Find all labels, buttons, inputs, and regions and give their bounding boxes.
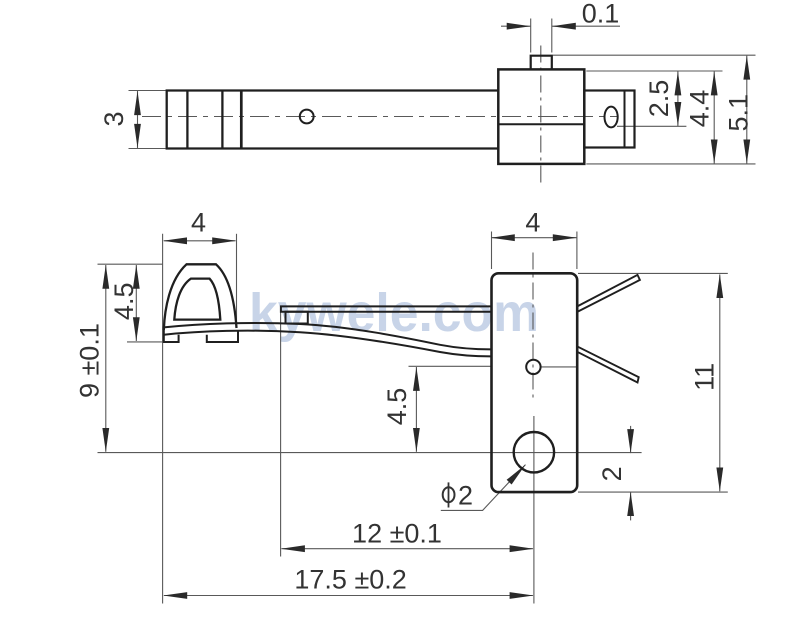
svg-text:12 ±0.1: 12 ±0.1	[352, 519, 442, 549]
svg-text:5.1: 5.1	[724, 94, 754, 132]
svg-text:2: 2	[458, 481, 473, 511]
svg-text:11: 11	[689, 363, 719, 391]
svg-text:4: 4	[525, 208, 540, 238]
svg-text:4.5: 4.5	[109, 283, 139, 321]
svg-text:2: 2	[597, 466, 627, 481]
svg-text:kywele.com: kywele.com	[249, 283, 539, 343]
svg-text:2.5: 2.5	[644, 80, 674, 118]
svg-text:0.1: 0.1	[582, 0, 620, 29]
svg-text:17.5 ±0.2: 17.5 ±0.2	[294, 565, 406, 595]
svg-text:4.5: 4.5	[382, 388, 412, 426]
svg-text:9 ±0.1: 9 ±0.1	[75, 323, 105, 398]
svg-text:4: 4	[191, 208, 206, 238]
svg-text:3: 3	[99, 111, 129, 126]
svg-text:4.4: 4.4	[684, 90, 714, 128]
